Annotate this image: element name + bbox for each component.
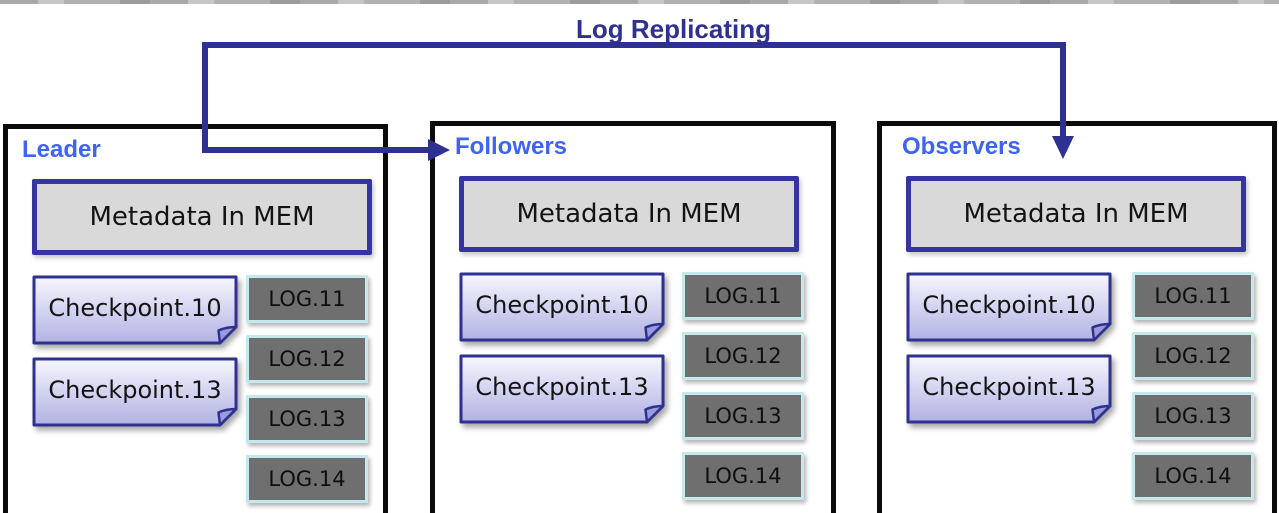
observers-checkpoint-13-note: Checkpoint.13: [906, 354, 1112, 424]
node-leader-label: Leader: [22, 136, 101, 163]
observers-log-box: LOG.12: [1132, 332, 1254, 380]
node-followers-label: Followers: [455, 133, 568, 160]
node-observers-label: Observers: [902, 133, 1021, 160]
followers-log-box: LOG.11: [682, 272, 804, 320]
note-shape-icon: [906, 354, 1112, 424]
checkpoint-label: Checkpoint.13: [48, 376, 222, 404]
node-followers: Followers Metadata In MEM Checkpoint.10 …: [430, 121, 836, 513]
note-shape-icon: [906, 272, 1112, 342]
leader-metadata-box: Metadata In MEM: [32, 179, 372, 255]
leader-log-box: LOG.11: [246, 275, 368, 323]
followers-checkpoint-10-note: Checkpoint.10: [459, 272, 665, 342]
checkpoint-label: Checkpoint.10: [922, 291, 1096, 319]
leader-log-box: LOG.12: [246, 335, 368, 383]
followers-log-box: LOG.12: [682, 332, 804, 380]
leader-log-box: LOG.14: [246, 455, 368, 503]
cropped-top-strip: [0, 0, 1279, 4]
checkpoint-label: Checkpoint.13: [922, 373, 1096, 401]
note-shape-icon: [32, 357, 238, 427]
diagram-title: Log Replicating: [576, 14, 771, 44]
leader-checkpoint-13-note: Checkpoint.13: [32, 357, 238, 427]
observers-metadata-box: Metadata In MEM: [906, 176, 1246, 252]
leader-log-box: LOG.13: [246, 395, 368, 443]
note-shape-icon: [459, 354, 665, 424]
followers-checkpoint-13-note: Checkpoint.13: [459, 354, 665, 424]
checkpoint-label: Checkpoint.10: [48, 294, 222, 322]
observers-log-box: LOG.14: [1132, 452, 1254, 500]
note-shape-icon: [32, 275, 238, 345]
followers-log-box: LOG.14: [682, 452, 804, 500]
checkpoint-label: Checkpoint.10: [475, 291, 649, 319]
node-observers: Observers Metadata In MEM Checkpoint.10 …: [877, 121, 1277, 513]
observers-log-box: LOG.13: [1132, 392, 1254, 440]
leader-checkpoint-10-note: Checkpoint.10: [32, 275, 238, 345]
followers-log-box: LOG.13: [682, 392, 804, 440]
checkpoint-label: Checkpoint.13: [475, 373, 649, 401]
observers-checkpoint-10-note: Checkpoint.10: [906, 272, 1112, 342]
note-shape-icon: [459, 272, 665, 342]
observers-log-box: LOG.11: [1132, 272, 1254, 320]
followers-metadata-box: Metadata In MEM: [459, 176, 799, 252]
node-leader: Leader Metadata In MEM Checkpoint.10 Che…: [3, 124, 388, 513]
